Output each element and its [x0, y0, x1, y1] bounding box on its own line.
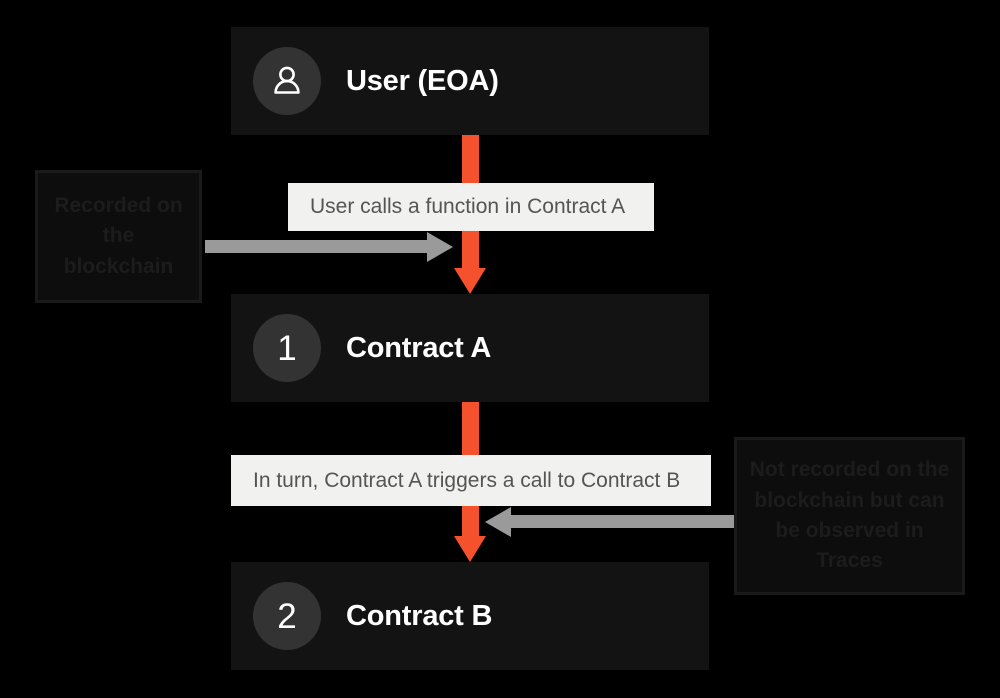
step-number-badge-1: 1	[253, 314, 321, 382]
node-title-contract-a: Contract A	[346, 331, 492, 364]
step-number-badge-2: 2	[253, 582, 321, 650]
connector-shaft	[510, 515, 734, 528]
person-icon	[274, 66, 300, 94]
arrow-head-right-icon	[427, 231, 453, 262]
node-title-user: User (EOA)	[346, 64, 499, 97]
arrow-head-left-icon	[485, 506, 511, 537]
step-label-1: User calls a function in Contract A	[288, 183, 654, 231]
connector-arrow-left-note	[205, 231, 453, 262]
node-card-contract-a[interactable]: 1 Contract A	[231, 294, 709, 402]
node-title-contract-b: Contract B	[346, 599, 493, 632]
step-number-label: 2	[277, 596, 297, 636]
connector-arrow-right-note	[485, 506, 734, 537]
node-card-user[interactable]: User (EOA)	[231, 27, 709, 135]
arrow-head-down-icon	[454, 268, 486, 294]
annotation-note-not-recorded: Not recorded on the blockchain but can b…	[734, 437, 965, 595]
node-card-contract-b[interactable]: 2 Contract B	[231, 562, 709, 670]
user-avatar-badge	[253, 47, 321, 115]
annotation-note-recorded: Recorded on the blockchain	[35, 170, 202, 303]
connector-shaft	[205, 240, 429, 253]
arrow-head-down-icon	[454, 536, 486, 562]
step-number-label: 1	[277, 328, 297, 368]
step-label-2: In turn, Contract A triggers a call to C…	[231, 455, 711, 506]
